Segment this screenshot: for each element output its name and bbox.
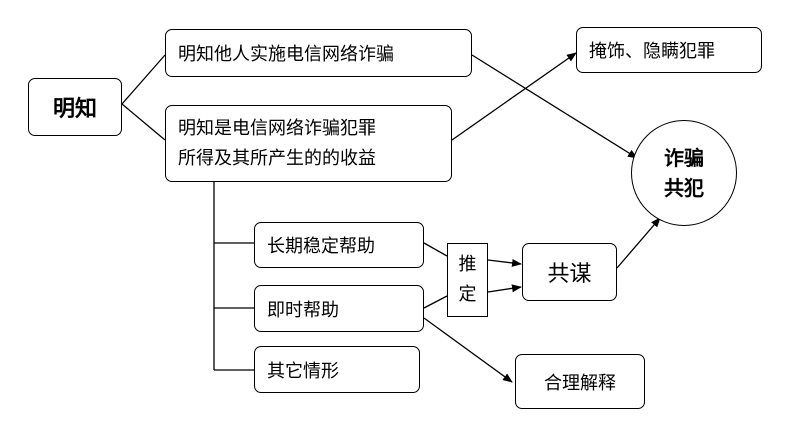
node-knowing-proceeds-line1: 明知是电信网络诈骗犯罪 [178,117,376,139]
node-conceal-crime: 掩饰、隐瞒犯罪 [576,27,762,73]
node-presumption-char2: 定 [458,284,477,305]
arrow-conspiracy-to-accomplice [616,217,661,269]
node-conspiracy: 共谋 [522,243,617,301]
line-immediate-to-presumption [423,295,448,309]
node-immediate-help: 即时帮助 [254,285,424,332]
node-presumption-char1: 推 [458,254,477,275]
arrow-presumption-to-conspiracy-lower [487,284,522,293]
arrow-presumption-to-conspiracy-upper [487,258,522,267]
node-long-term-help: 长期稳定帮助 [254,222,424,268]
node-fraud-accomplice-line1: 诈骗 [664,146,704,170]
arrow-knowing-proceeds-to-conceal [451,52,577,141]
node-other-situations: 其它情形 [254,346,420,393]
line-root-to-knowing-proceeds [121,103,166,141]
node-fraud-accomplice: 诈骗 共犯 [631,120,737,226]
node-reasonable-explanation: 合理解释 [515,354,645,409]
arrow-knowing-fraud-to-accomplice [471,54,638,159]
arrow-immediate-to-explanation [423,317,513,383]
node-fraud-accomplice-line2: 共犯 [664,176,704,200]
node-knowing-telecom-fraud: 明知他人实施电信网络诈骗 [165,29,472,77]
node-presumption: 推 定 [447,243,488,317]
node-knowing-proceeds: 明知是电信网络诈骗犯罪 所得及其所产生的的收益 [165,105,452,182]
line-root-to-knowing-fraud [121,54,166,105]
root-node-knowing: 明知 [28,78,122,136]
line-long-term-to-presumption [423,242,448,257]
node-knowing-proceeds-line2: 所得及其所产生的的收益 [178,147,376,169]
